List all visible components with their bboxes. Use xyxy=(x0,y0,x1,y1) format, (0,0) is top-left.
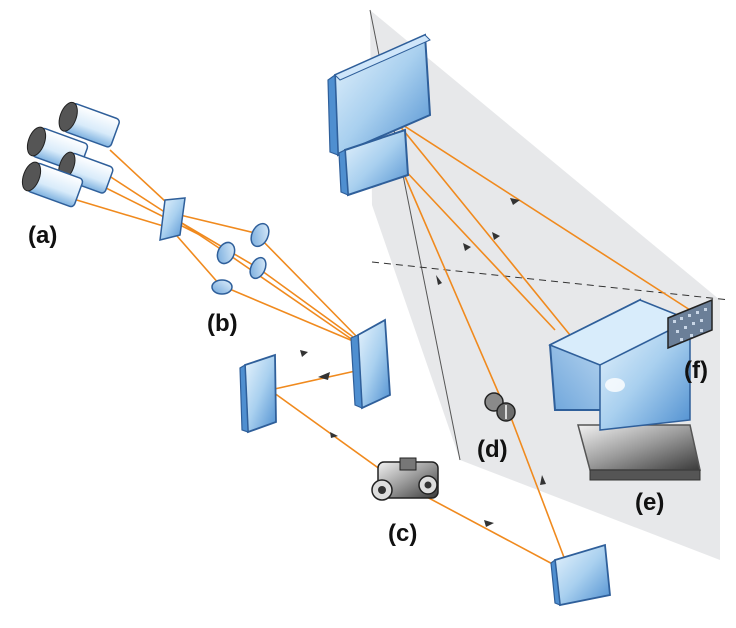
beam-splitter xyxy=(159,197,186,241)
label-b: (b) xyxy=(207,310,238,337)
label-e: (e) xyxy=(635,489,664,516)
laser-sources-a xyxy=(21,101,120,208)
prism-e xyxy=(548,298,701,481)
label-a: (a) xyxy=(28,222,57,249)
lens-d xyxy=(484,392,516,422)
upper-mirror-large xyxy=(327,33,432,157)
label-c: (c) xyxy=(388,520,417,547)
scanner-c xyxy=(371,457,439,501)
lenses-b xyxy=(211,222,270,295)
upper-mirror-small xyxy=(338,128,410,197)
target-f xyxy=(667,298,713,350)
mirror-left xyxy=(239,353,277,434)
mirror-bottom xyxy=(550,543,611,607)
mirror-b-right xyxy=(350,318,391,410)
plane-dashed-line xyxy=(371,261,731,301)
label-f: (f) xyxy=(684,357,708,384)
label-d: (d) xyxy=(477,436,508,463)
beam-arrows xyxy=(300,198,546,527)
